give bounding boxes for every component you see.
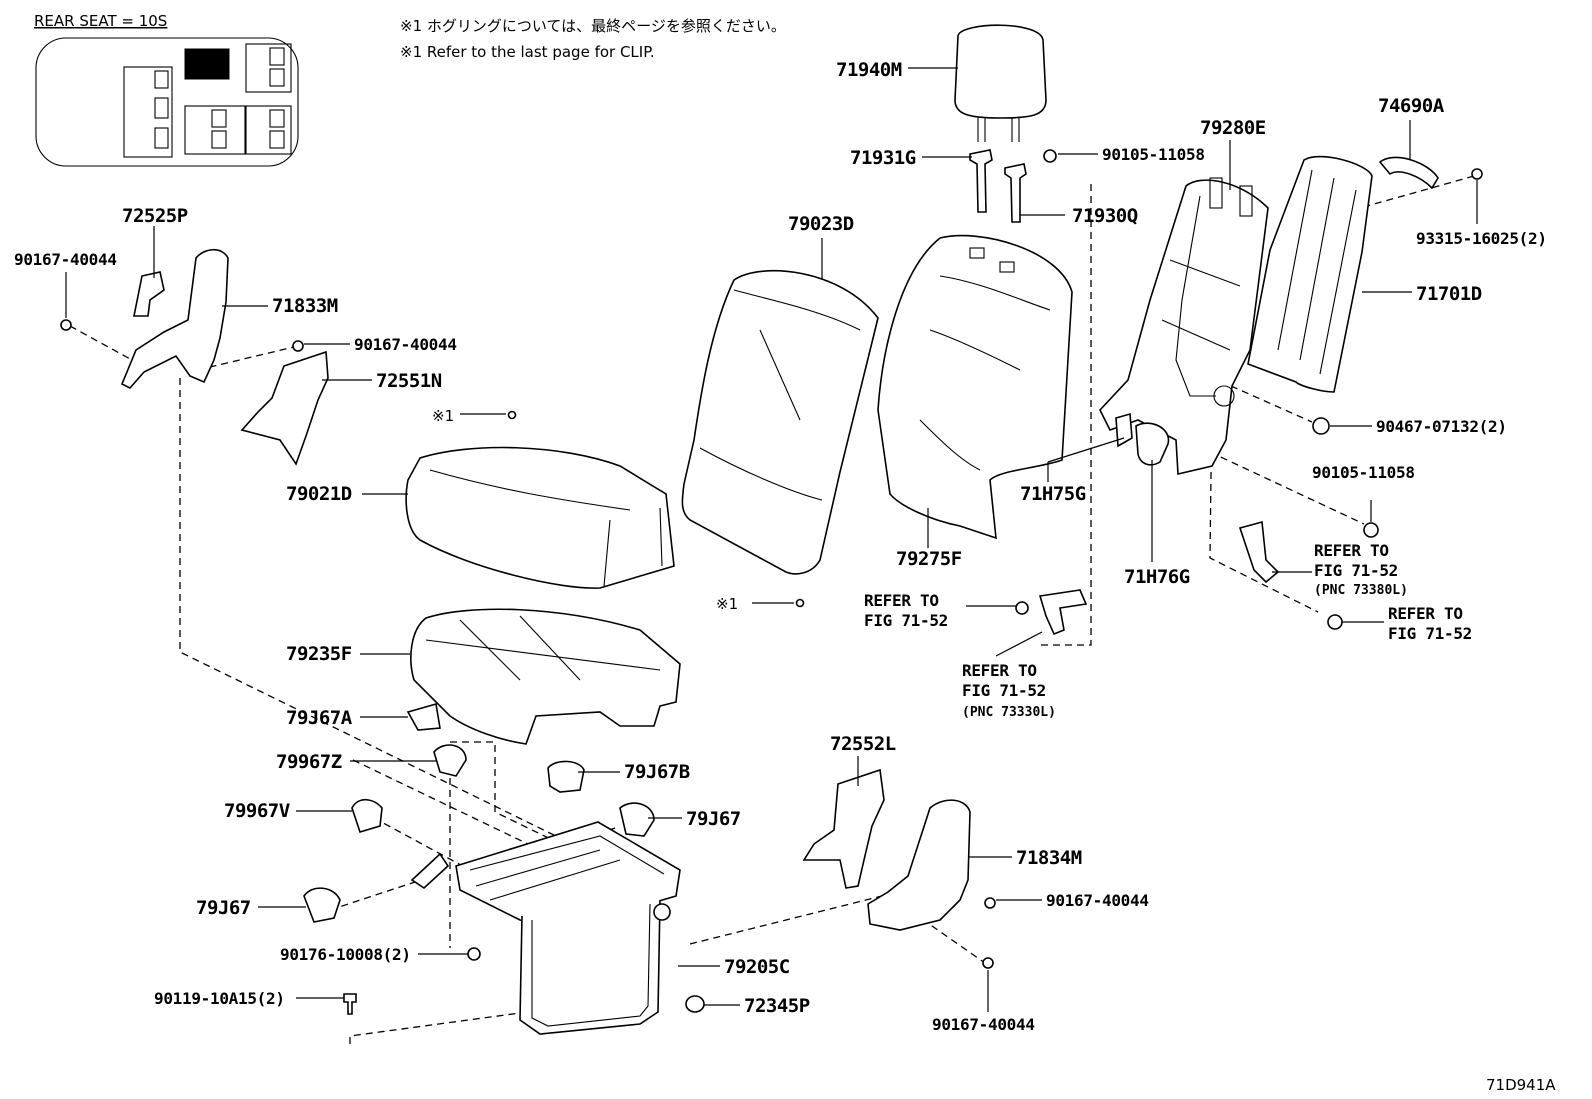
headrest-71940M [954, 24, 1047, 142]
label-90167-40044-br1: 90167-40044 [1046, 891, 1149, 910]
screw-93315 [1471, 168, 1483, 180]
refer-b-line2: FIG 71-52 [962, 681, 1046, 700]
label-79275F: 79275F [896, 548, 962, 570]
hog-ring-2 [795, 598, 805, 608]
label-71940M: 71940M [836, 59, 902, 81]
label-79J67-left: 79J67 [196, 897, 251, 919]
clip-90167-br1 [984, 897, 996, 909]
label-71833M: 71833M [272, 295, 338, 317]
back-board-71701D [1247, 155, 1373, 393]
label-79205C: 79205C [724, 956, 790, 978]
mount-bracket [1038, 589, 1088, 636]
inset-title: REAR SEAT = 10S [34, 12, 167, 30]
bracket-71H76G [1135, 422, 1170, 466]
refer-b-line3: (PNC 73330L) [962, 705, 1056, 720]
label-79J67-right: 79J67 [686, 808, 741, 830]
clip-90167-tl [60, 319, 72, 331]
seatback-pad-79275F [877, 234, 1073, 540]
label-79021D: 79021D [286, 483, 352, 505]
label-90167-40044-tl: 90167-40044 [14, 250, 117, 269]
hog-ring-mark-2: ※1 [716, 595, 738, 613]
hog-ring-mark-1: ※1 [432, 407, 454, 425]
label-72345P: 72345P [744, 995, 810, 1017]
hog-ring-1 [507, 410, 517, 420]
refer-c-line2: FIG 71-52 [1314, 561, 1398, 580]
belt-buckle [1238, 520, 1280, 584]
cap-72345P [685, 995, 705, 1013]
seat-map-inset: REAR SEAT = 10S [34, 12, 299, 167]
cover-79J67-left [303, 887, 341, 923]
label-79J67A: 79J67A [286, 707, 353, 729]
label-72525P: 72525P [122, 205, 188, 227]
note-japanese: ※1 ホグリングについては、最終ページを参照ください。 [400, 17, 786, 35]
seatback-frame-79280E [1099, 177, 1269, 475]
cover-79967Z [433, 744, 467, 777]
part-labels: 71940M 71931G 71930Q 90105-11058 79280E … [14, 59, 1556, 1094]
note-english: ※1 Refer to the last page for CLIP. [400, 43, 655, 61]
label-79967V: 79967V [224, 800, 290, 822]
label-90467-07132: 90467-07132(2) [1376, 417, 1507, 436]
clip-90167-mid [292, 340, 304, 352]
label-79J67B: 79J67B [624, 761, 690, 783]
refer-c-line1: REFER TO [1314, 541, 1389, 560]
label-71930Q: 71930Q [1072, 205, 1138, 227]
label-79023D: 79023D [788, 213, 854, 235]
label-90119-10A15: 90119-10A15(2) [154, 989, 285, 1008]
label-71H76G: 71H76G [1124, 566, 1190, 588]
clip-90105-right [1363, 522, 1379, 538]
headrest-guides [969, 149, 1027, 223]
label-71834M: 71834M [1016, 847, 1082, 869]
cover-79967V [351, 798, 383, 833]
selected-seat-highlight [184, 48, 230, 80]
side-shield-71833M [120, 248, 229, 389]
cover-79J67B [547, 760, 585, 793]
label-71701D: 71701D [1416, 283, 1482, 305]
cushion-frame-79205C [410, 821, 681, 1035]
label-72551N: 72551N [376, 370, 442, 392]
label-79235F: 79235F [286, 643, 352, 665]
label-79280E: 79280E [1200, 117, 1266, 139]
clip-72525P [133, 271, 165, 317]
clip-90105-top [1043, 149, 1057, 163]
refer-a-line1: REFER TO [864, 591, 939, 610]
label-90105-11058-top: 90105-11058 [1102, 145, 1205, 164]
nut-90176 [467, 947, 481, 961]
label-72552L: 72552L [830, 733, 896, 755]
cushion-cover-79021D [405, 446, 675, 589]
side-shield-71834M [867, 799, 971, 931]
bolt-90467 [1312, 417, 1330, 435]
refer-part-d [1327, 614, 1343, 630]
refer-c-line3: (PNC 73380L) [1314, 583, 1408, 598]
label-74690A: 74690A [1378, 95, 1445, 117]
leader-lines [65, 67, 1478, 1012]
cushion-pad-79235F [410, 608, 681, 745]
bolt-90119 [343, 993, 357, 1015]
label-90176-10008: 90176-10008(2) [280, 945, 411, 964]
label-90105-11058-right: 90105-11058 [1312, 463, 1415, 482]
refer-d-line2: FIG 71-52 [1388, 624, 1472, 643]
cover-79J67-right [619, 802, 655, 837]
seatback-cover-79023D [681, 270, 879, 575]
figure-code: 71D941A [1486, 1076, 1556, 1094]
trim-72551N [240, 350, 329, 466]
cover-79J67A [406, 702, 441, 731]
refer-part-a [1015, 601, 1029, 615]
clip-90167-br2 [982, 957, 994, 969]
label-93315-16025: 93315-16025(2) [1416, 229, 1547, 248]
label-71H75G: 71H75G [1020, 483, 1086, 505]
label-71931G: 71931G [850, 147, 916, 169]
bracket-71H75G [1115, 412, 1133, 448]
label-79967Z: 79967Z [276, 751, 342, 773]
label-90167-40044-br2: 90167-40044 [932, 1015, 1035, 1034]
refer-a-line2: FIG 71-52 [864, 611, 948, 630]
refer-b-line1: REFER TO [962, 661, 1037, 680]
refer-d-line1: REFER TO [1388, 604, 1463, 623]
trim-72552L [802, 768, 885, 889]
handle-74690A [1378, 156, 1439, 190]
label-90167-40044-mid: 90167-40044 [354, 335, 457, 354]
